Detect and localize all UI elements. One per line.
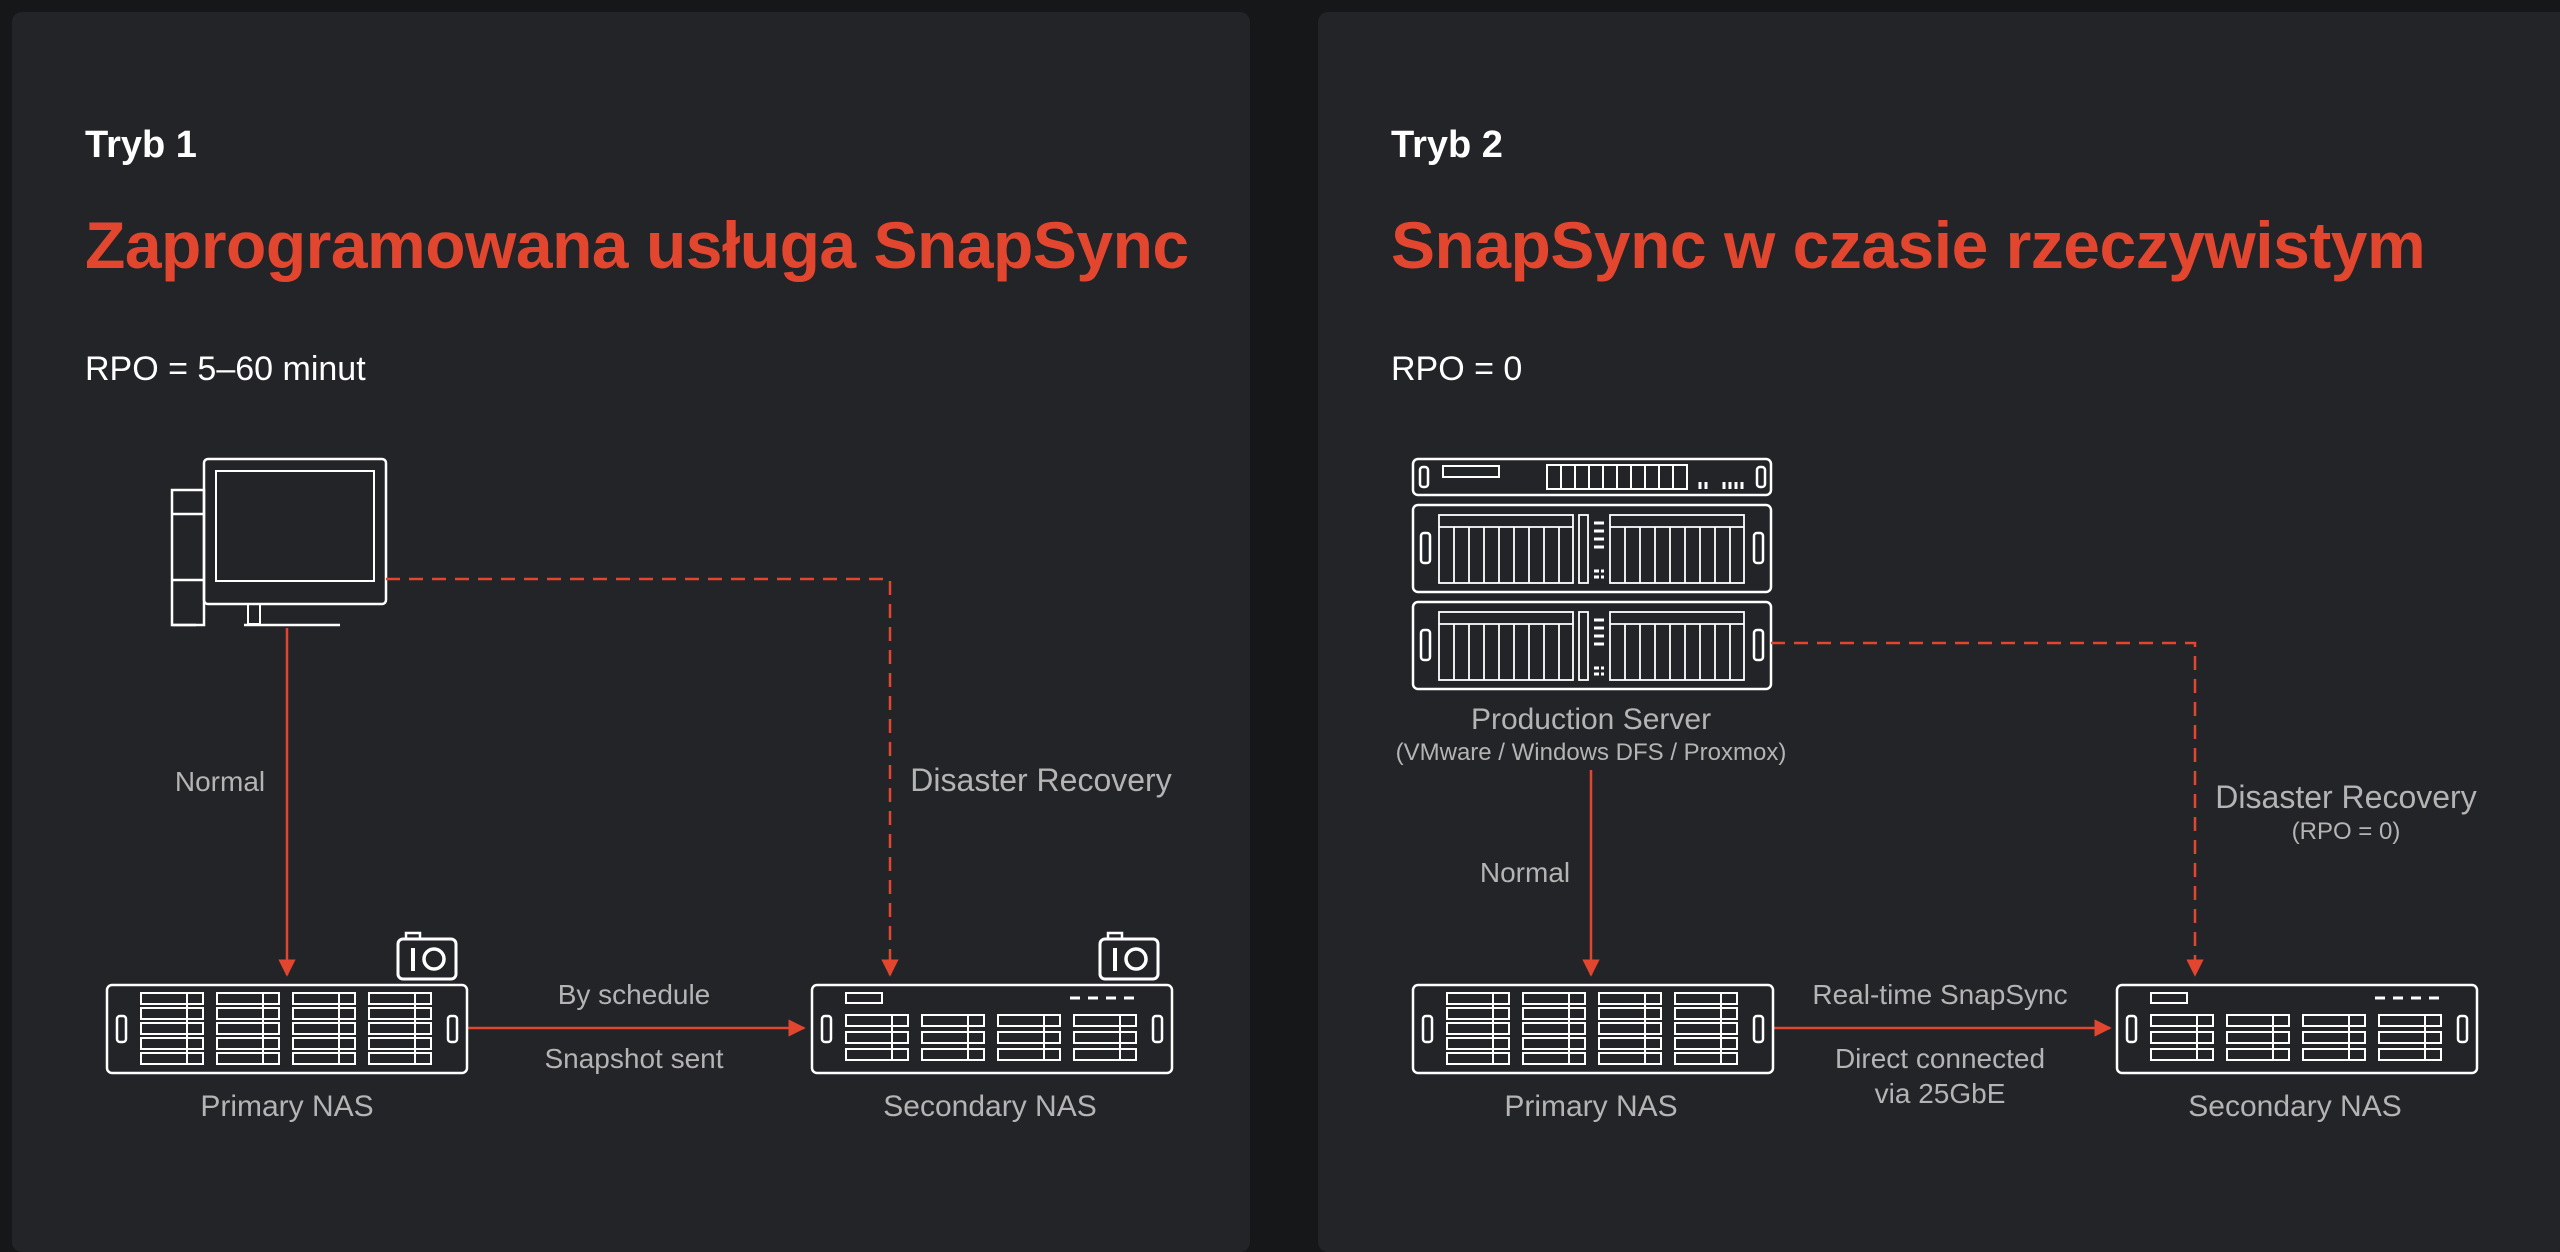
mode2-panel: Tryb 2 SnapSync w czasie rzeczywistym RP… xyxy=(1318,12,2560,1252)
mode2-direct-label-2: via 25GbE xyxy=(1875,1078,2006,1109)
mode2-primary-nas-label: Primary NAS xyxy=(1504,1090,1677,1123)
desktop-computer-icon xyxy=(170,457,388,627)
mode1-panel: Tryb 1 Zaprogramowana usługa SnapSync RP… xyxy=(12,12,1250,1252)
rack-server-icon xyxy=(1411,457,1773,691)
mode2-primary-nas-icon xyxy=(1411,983,1775,1075)
mode1-snapshot-label: Snapshot sent xyxy=(544,1043,723,1074)
mode2-title: SnapSync w czasie rzeczywistym xyxy=(1391,208,2426,282)
mode2-secondary-nas-label: Secondary NAS xyxy=(2188,1090,2401,1123)
mode1-schedule-label: By schedule xyxy=(558,979,711,1010)
mode2-secondary-nas-icon xyxy=(2115,983,2479,1075)
mode1-dr-arrow xyxy=(386,577,899,977)
mode2-rpo: RPO = 0 xyxy=(1391,350,1523,388)
camera-snapshot-icon xyxy=(1098,931,1160,981)
mode1-normal-label: Normal xyxy=(175,766,265,797)
mode2-label: Tryb 2 xyxy=(1391,124,1503,166)
mode1-primary-nas-icon xyxy=(105,983,469,1075)
mode2-server-label: Production Server xyxy=(1471,703,1711,736)
mode1-label: Tryb 1 xyxy=(85,124,197,166)
mode2-realtime-label: Real-time SnapSync xyxy=(1812,979,2067,1010)
camera-snapshot-icon xyxy=(396,931,458,981)
mode1-dr-label: Disaster Recovery xyxy=(910,762,1171,798)
mode2-normal-label: Normal xyxy=(1480,857,1570,888)
mode2-direct-label-1: Direct connected xyxy=(1835,1043,2045,1074)
mode2-dr-sublabel: (RPO = 0) xyxy=(2292,818,2401,845)
mode1-primary-nas-label: Primary NAS xyxy=(200,1090,373,1123)
mode1-secondary-nas-icon xyxy=(810,983,1174,1075)
mode2-server-sublabel: (VMware / Windows DFS / Proxmox) xyxy=(1396,739,1787,766)
mode1-title: Zaprogramowana usługa SnapSync xyxy=(85,208,1189,282)
mode2-dr-label: Disaster Recovery xyxy=(2215,779,2476,815)
mode2-dr-arrow xyxy=(1771,641,2204,977)
mode1-rpo: RPO = 5–60 minut xyxy=(85,350,366,388)
mode1-secondary-nas-label: Secondary NAS xyxy=(883,1090,1096,1123)
